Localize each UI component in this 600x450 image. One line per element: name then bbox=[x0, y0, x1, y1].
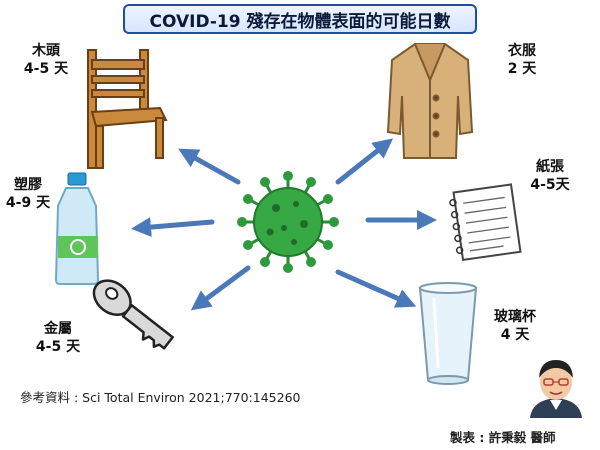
arrow-to-wood bbox=[178, 148, 241, 185]
surface-name: 玻璃杯 bbox=[494, 309, 536, 325]
author-credit: 製表 : 許秉毅 醫師 bbox=[450, 430, 556, 445]
surface-label-glass: 玻璃杯 4 天 bbox=[484, 308, 546, 344]
surface-days: 2 天 bbox=[507, 61, 537, 77]
paper-sheet-icon bbox=[449, 183, 522, 261]
arrow-to-metal bbox=[190, 265, 251, 311]
surface-name: 木頭 bbox=[32, 43, 60, 59]
surface-label-clothing: 衣服 2 天 bbox=[494, 42, 550, 78]
surface-label-plastic: 塑膠 4-9 天 bbox=[0, 176, 56, 212]
surface-days: 4 天 bbox=[500, 327, 530, 343]
surface-days: 4-5天 bbox=[530, 177, 570, 193]
surface-name: 塑膠 bbox=[14, 177, 42, 193]
avatar bbox=[530, 360, 582, 418]
surface-label-metal: 金屬 4-5 天 bbox=[28, 320, 88, 356]
surface-days: 4-5 天 bbox=[23, 61, 69, 77]
plastic-bottle-icon bbox=[54, 172, 100, 285]
surface-days: 4-5 天 bbox=[35, 339, 81, 355]
reference-note: 參考資料 : Sci Total Environ 2021;770:145260 bbox=[20, 390, 301, 405]
virus-icon bbox=[237, 171, 339, 273]
surface-name: 金屬 bbox=[44, 321, 72, 337]
surface-name: 紙張 bbox=[536, 159, 564, 175]
surface-name: 衣服 bbox=[508, 43, 536, 59]
surface-label-wood: 木頭 4-5 天 bbox=[18, 42, 74, 78]
surface-label-paper: 紙張 4-5天 bbox=[522, 158, 578, 194]
coat-icon bbox=[386, 43, 474, 159]
chair-icon bbox=[87, 49, 168, 169]
arrow-to-clothing bbox=[335, 138, 394, 185]
page-title: COVID-19 殘存在物體表面的可能日數 bbox=[123, 4, 477, 34]
key-icon bbox=[92, 279, 174, 350]
glass-cup-icon bbox=[418, 282, 478, 385]
surface-days: 4-9 天 bbox=[5, 195, 51, 211]
arrow-to-glass bbox=[335, 269, 417, 308]
arrow-to-plastic bbox=[131, 217, 215, 238]
